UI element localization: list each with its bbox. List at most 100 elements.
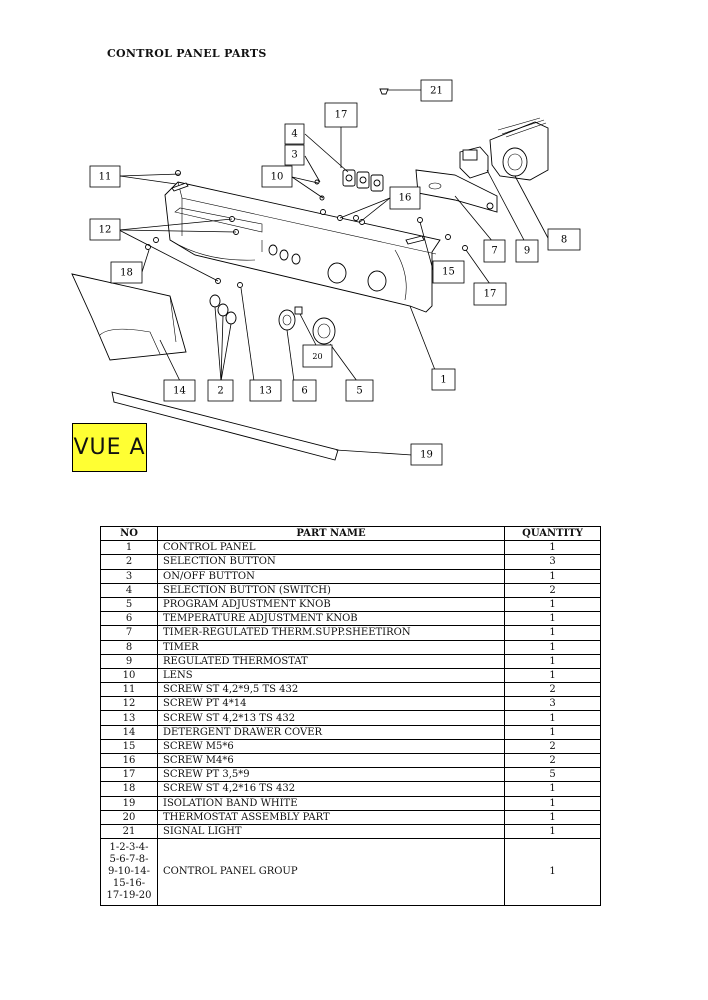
- part-name-cell: LENS: [157, 667, 505, 684]
- svg-text:21: 21: [430, 86, 443, 97]
- callout-12: 12: [89, 218, 121, 241]
- svg-text:5: 5: [356, 386, 362, 397]
- part-name-cell: SCREW ST 4,2*16 TS 432: [157, 781, 505, 797]
- callout-2: 2: [207, 379, 234, 402]
- group-quantity-cell: 1: [504, 838, 601, 907]
- part-name-cell: SCREW ST 4,2*9,5 TS 432: [157, 682, 505, 698]
- svg-text:4: 4: [291, 129, 297, 140]
- part-number-cell: 17: [100, 767, 158, 783]
- svg-text:18: 18: [120, 268, 133, 279]
- callout-13: 13: [249, 379, 282, 402]
- part-name-cell: CONTROL PANEL: [157, 540, 505, 556]
- svg-text:15: 15: [442, 267, 455, 278]
- svg-text:16: 16: [399, 193, 412, 204]
- page-title: CONTROL PANEL PARTS: [107, 47, 267, 60]
- group-name-cell: CONTROL PANEL GROUP: [157, 838, 505, 907]
- group-part-numbers-line: 9-10-14-: [108, 866, 150, 878]
- thermostat-part: [459, 146, 489, 179]
- quantity-cell: 5: [504, 767, 601, 783]
- svg-text:6: 6: [301, 386, 307, 397]
- group-part-numbers-line: 17-19-20: [106, 890, 152, 902]
- svg-text:2: 2: [217, 386, 223, 397]
- callout-21: 21: [420, 79, 453, 102]
- svg-text:14: 14: [173, 386, 186, 397]
- quantity-cell: 1: [504, 724, 601, 740]
- svg-text:20: 20: [312, 352, 322, 361]
- svg-text:3: 3: [291, 150, 297, 161]
- part-number-cell: 5: [100, 596, 158, 613]
- column-header-quantity: QUANTITY: [504, 525, 601, 542]
- quantity-cell: 1: [504, 568, 601, 584]
- part-number-cell: 11: [100, 682, 158, 698]
- signal-light-part: [379, 88, 421, 95]
- svg-text:9: 9: [524, 246, 530, 257]
- part-number-cell: 12: [100, 696, 158, 712]
- switch-buttons-part: [314, 169, 384, 201]
- exploded-parts-diagram: 21 17 4 3 11 10 16 12 18 8 7 9 15 17 20 …: [71, 79, 581, 466]
- svg-text:1: 1: [440, 375, 446, 386]
- svg-text:12: 12: [99, 225, 112, 236]
- quantity-cell: 2: [504, 682, 601, 698]
- part-name-cell: TEMPERATURE ADJUSTMENT KNOB: [157, 611, 505, 627]
- quantity-cell: 3: [504, 696, 601, 712]
- selection-buttons-part: [209, 294, 237, 325]
- quantity-cell: 1: [504, 611, 601, 627]
- callout-16: 16: [389, 186, 421, 210]
- part-name-cell: SCREW M5*6: [157, 738, 505, 755]
- part-number-cell: 14: [100, 724, 158, 740]
- callout-17-top: 17: [324, 102, 358, 128]
- timer-part: [489, 117, 549, 181]
- part-number-cell: 15: [100, 738, 158, 755]
- svg-text:7: 7: [491, 246, 497, 257]
- quantity-cell: 1: [504, 653, 601, 669]
- callout-19: 19: [410, 443, 443, 466]
- callout-3: 3: [284, 144, 305, 166]
- isolation-band-part: [111, 391, 339, 461]
- part-name-cell: SELECTION BUTTON (SWITCH): [157, 582, 505, 598]
- svg-text:17: 17: [484, 289, 497, 300]
- quantity-cell: 2: [504, 738, 601, 755]
- svg-text:17: 17: [335, 110, 348, 121]
- part-name-cell: ISOLATION BAND WHITE: [157, 795, 505, 811]
- part-name-cell: THERMOSTAT ASSEMBLY PART: [157, 809, 505, 825]
- callout-11: 11: [89, 165, 121, 188]
- callout-15: 15: [432, 260, 465, 284]
- quantity-cell: 1: [504, 823, 601, 840]
- part-number-cell: 18: [100, 781, 158, 797]
- quantity-cell: 1: [504, 540, 601, 556]
- group-part-numbers-line: 1-2-3-4-: [109, 842, 149, 854]
- part-number-cell: 7: [100, 625, 158, 641]
- callout-7: 7: [483, 239, 506, 263]
- part-name-cell: ON/OFF BUTTON: [157, 568, 505, 584]
- view-label: VUE A: [72, 423, 147, 472]
- part-number-cell: 9: [100, 653, 158, 669]
- control-panel-part: [164, 181, 441, 313]
- column-header-no: NO: [100, 525, 158, 542]
- quantity-cell: 2: [504, 582, 601, 598]
- table-header-row: NO PART NAME QUANTITY: [100, 525, 601, 542]
- quantity-cell: 1: [504, 667, 601, 684]
- part-name-cell: SCREW ST 4,2*13 TS 432: [157, 710, 505, 726]
- support-sheet-part: [415, 169, 498, 213]
- part-number-cell: 13: [100, 710, 158, 726]
- part-number-cell: 1: [100, 540, 158, 556]
- quantity-cell: 1: [504, 809, 601, 825]
- part-number-cell: 4: [100, 582, 158, 598]
